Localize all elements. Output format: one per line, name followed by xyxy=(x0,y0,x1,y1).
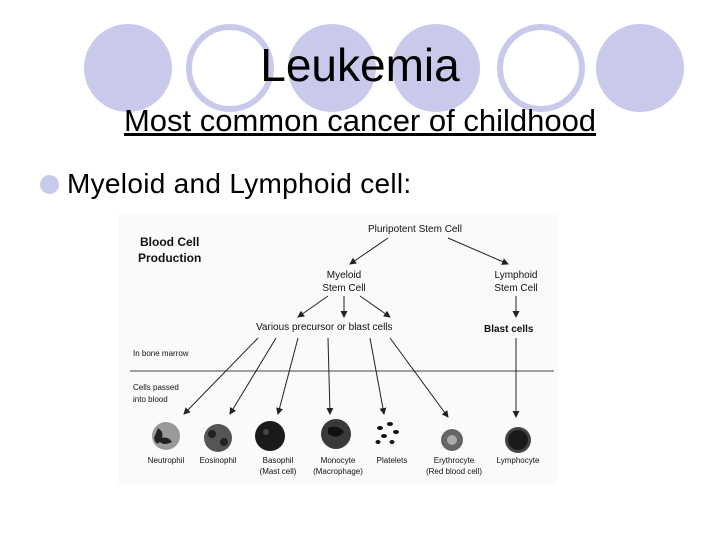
cells-passed-line1: Cells passed xyxy=(133,383,179,392)
lymphoid-label-line1: Lymphoid xyxy=(495,270,538,281)
eosinophil-cell-icon xyxy=(204,424,232,452)
slide-title: Leukemia xyxy=(0,38,720,92)
cells-passed-line2: into blood xyxy=(133,395,168,404)
cell-sublabel-erythrocyte: (Red blood cell) xyxy=(426,467,482,476)
cell-label-erythrocyte: Erythrocyte xyxy=(434,456,475,465)
cell-label-basophil: Basophil xyxy=(263,456,294,465)
cell-label-monocyte: Monocyte xyxy=(321,456,356,465)
blood-cell-production-diagram: Blood Cell Production Pluripotent Stem C… xyxy=(118,214,558,484)
cell-label-lymphocyte: Lymphocyte xyxy=(497,456,540,465)
diagram-heading-line2: Production xyxy=(138,251,201,265)
cell-sublabel-basophil: (Mast cell) xyxy=(260,467,297,476)
cell-label-eosinophil: Eosinophil xyxy=(200,456,237,465)
bullet-text: Myeloid and Lymphoid cell: xyxy=(67,168,412,200)
precursor-label: Various precursor or blast cells xyxy=(256,322,393,333)
bullet-dot-icon xyxy=(40,175,59,194)
neutrophil-cell-icon xyxy=(152,422,180,450)
diagram-heading-line1: Blood Cell xyxy=(140,235,199,249)
cell-label-neutrophil: Neutrophil xyxy=(148,456,185,465)
monocyte-cell-icon xyxy=(321,419,351,449)
cell-label-platelets: Platelets xyxy=(377,456,408,465)
lymphocyte-cell-icon xyxy=(505,427,531,453)
blast-cells-label: Blast cells xyxy=(484,324,534,335)
bullet-item: Myeloid and Lymphoid cell: xyxy=(40,168,412,200)
slide-subtitle: Most common cancer of childhood xyxy=(0,103,720,139)
cell-sublabel-monocyte: (Macrophage) xyxy=(313,467,363,476)
erythrocyte-cell-icon xyxy=(441,429,463,451)
basophil-cell-icon xyxy=(255,421,285,451)
bone-marrow-label: In bone marrow xyxy=(133,349,189,358)
lymphoid-label-line2: Stem Cell xyxy=(494,283,537,294)
pluripotent-stem-cell-label: Pluripotent Stem Cell xyxy=(368,224,462,235)
myeloid-label-line1: Myeloid xyxy=(327,270,361,281)
myeloid-label-line2: Stem Cell xyxy=(322,283,365,294)
